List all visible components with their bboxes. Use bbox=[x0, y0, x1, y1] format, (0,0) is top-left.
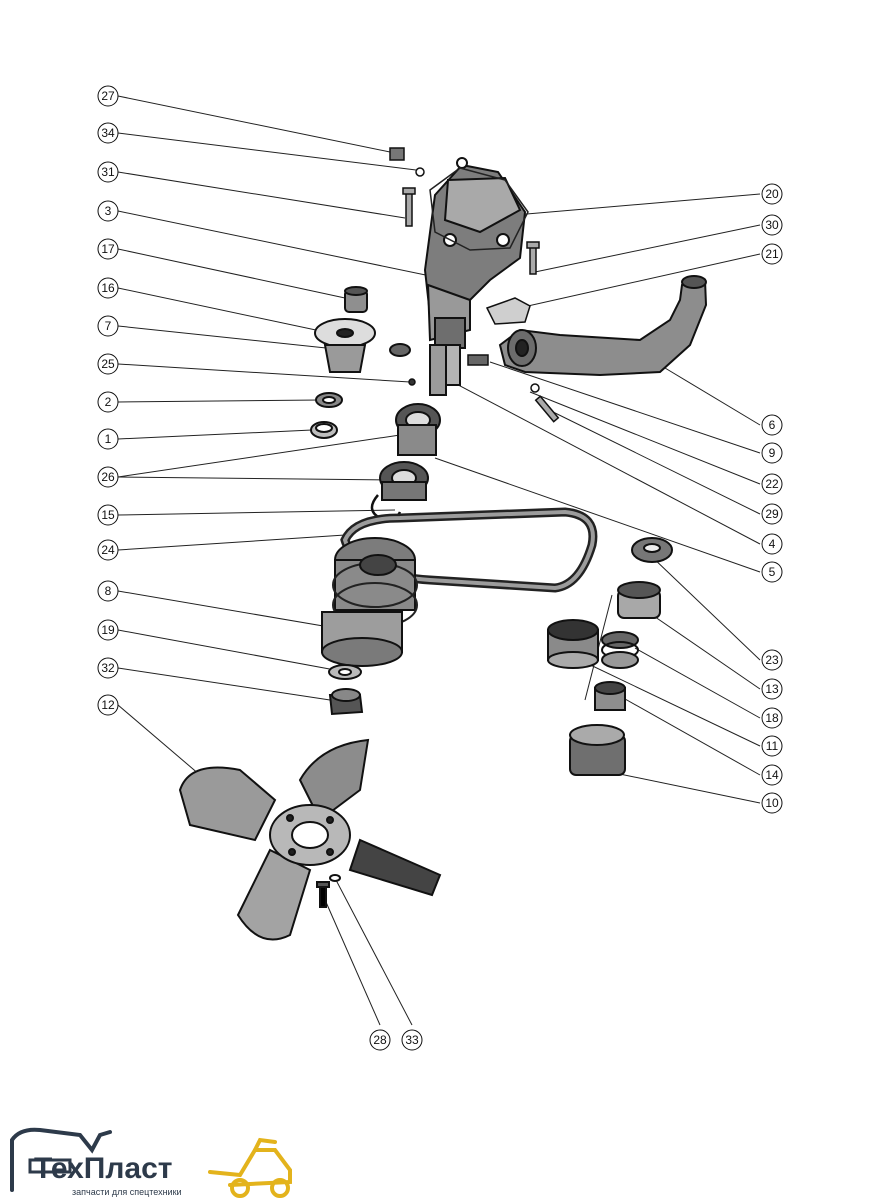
excavator-icon bbox=[10, 1127, 112, 1192]
svg-text:4: 4 bbox=[769, 537, 776, 551]
svg-text:18: 18 bbox=[765, 711, 779, 725]
callout-9: 9 bbox=[761, 442, 783, 464]
svg-text:11: 11 bbox=[766, 739, 779, 753]
gasket-21 bbox=[485, 297, 531, 325]
pump-housing bbox=[423, 157, 527, 386]
callout-24: 24 bbox=[97, 539, 119, 561]
callout-23: 23 bbox=[761, 649, 783, 671]
callout-5: 5 bbox=[761, 561, 783, 583]
callout-16: 16 bbox=[97, 277, 119, 299]
callout-22: 22 bbox=[761, 473, 783, 495]
washer-nut bbox=[328, 664, 364, 716]
svg-text:29: 29 bbox=[765, 507, 779, 521]
svg-text:25: 25 bbox=[101, 357, 115, 371]
svg-text:8: 8 bbox=[105, 584, 112, 598]
callout-30: 30 bbox=[761, 214, 783, 236]
callout-2: 2 bbox=[97, 391, 119, 413]
svg-text:27: 27 bbox=[101, 89, 115, 103]
callout-32: 32 bbox=[97, 657, 119, 679]
callout-17: 17 bbox=[97, 238, 119, 260]
svg-text:14: 14 bbox=[765, 768, 779, 782]
svg-text:17: 17 bbox=[101, 242, 115, 256]
svg-text:24: 24 bbox=[101, 543, 115, 557]
callout-31: 31 bbox=[97, 161, 119, 183]
svg-text:30: 30 bbox=[765, 218, 779, 232]
callout-12: 12 bbox=[97, 694, 119, 716]
logo-name: ТехПласт bbox=[34, 1152, 173, 1185]
svg-text:10: 10 bbox=[765, 796, 779, 810]
callout-34: 34 bbox=[97, 122, 119, 144]
svg-text:20: 20 bbox=[765, 187, 779, 201]
loader-icon bbox=[208, 1137, 292, 1198]
svg-text:16: 16 bbox=[101, 281, 115, 295]
callout-26: 26 bbox=[97, 466, 119, 488]
svg-text:21: 21 bbox=[765, 247, 779, 261]
svg-text:28: 28 bbox=[373, 1033, 387, 1047]
right-parts bbox=[547, 537, 673, 776]
callout-14: 14 bbox=[761, 764, 783, 786]
svg-text:19: 19 bbox=[101, 623, 115, 637]
svg-text:1: 1 bbox=[105, 432, 112, 446]
callouts-bottom: 28 33 bbox=[369, 1029, 423, 1051]
left-small-parts bbox=[310, 286, 411, 439]
pulley bbox=[321, 537, 418, 667]
svg-text:23: 23 bbox=[765, 653, 779, 667]
callouts-right: 20 30 21 6 9 22 29 4 5 23 13 18 11 14 10 bbox=[761, 183, 783, 814]
callout-33: 33 bbox=[401, 1029, 423, 1051]
shaft-bearings bbox=[370, 344, 447, 521]
svg-text:26: 26 bbox=[101, 470, 115, 484]
svg-text:31: 31 bbox=[101, 165, 115, 179]
logo-tagline: запчасти для спецтехники bbox=[72, 1187, 182, 1197]
svg-text:33: 33 bbox=[405, 1033, 419, 1047]
callouts-left: 27 34 31 3 17 16 7 25 2 1 26 15 24 8 19 … bbox=[97, 85, 119, 716]
svg-text:7: 7 bbox=[105, 319, 112, 333]
callout-7: 7 bbox=[97, 315, 119, 337]
svg-text:3: 3 bbox=[105, 204, 112, 218]
svg-text:22: 22 bbox=[765, 477, 779, 491]
callout-15: 15 bbox=[97, 504, 119, 526]
svg-text:34: 34 bbox=[101, 126, 115, 140]
svg-text:12: 12 bbox=[101, 698, 115, 712]
svg-text:6: 6 bbox=[769, 418, 776, 432]
callout-3: 3 bbox=[97, 200, 119, 222]
svg-text:15: 15 bbox=[101, 508, 115, 522]
leader-lines bbox=[117, 95, 761, 1026]
gasket-20 bbox=[429, 167, 529, 251]
callout-4: 4 bbox=[761, 533, 783, 555]
callout-21: 21 bbox=[761, 243, 783, 265]
company-logo: ТехПласт запчасти для спецтехники bbox=[10, 1127, 292, 1198]
fan bbox=[178, 738, 442, 941]
callout-13: 13 bbox=[761, 678, 783, 700]
callout-8: 8 bbox=[97, 580, 119, 602]
svg-text:9: 9 bbox=[769, 446, 776, 460]
callout-10: 10 bbox=[761, 792, 783, 814]
bolts bbox=[389, 147, 560, 423]
callout-1: 1 bbox=[97, 428, 119, 450]
svg-text:32: 32 bbox=[101, 661, 115, 675]
callout-25: 25 bbox=[97, 353, 119, 375]
callout-6: 6 bbox=[761, 414, 783, 436]
svg-text:5: 5 bbox=[769, 565, 776, 579]
callout-19: 19 bbox=[97, 619, 119, 641]
callout-20: 20 bbox=[761, 183, 783, 205]
outlet-pipe bbox=[498, 275, 708, 377]
callout-28: 28 bbox=[369, 1029, 391, 1051]
svg-text:13: 13 bbox=[765, 682, 779, 696]
callout-11: 11 bbox=[761, 735, 783, 757]
callout-29: 29 bbox=[761, 503, 783, 525]
svg-text:2: 2 bbox=[105, 395, 112, 409]
callout-27: 27 bbox=[97, 85, 119, 107]
callout-18: 18 bbox=[761, 707, 783, 729]
